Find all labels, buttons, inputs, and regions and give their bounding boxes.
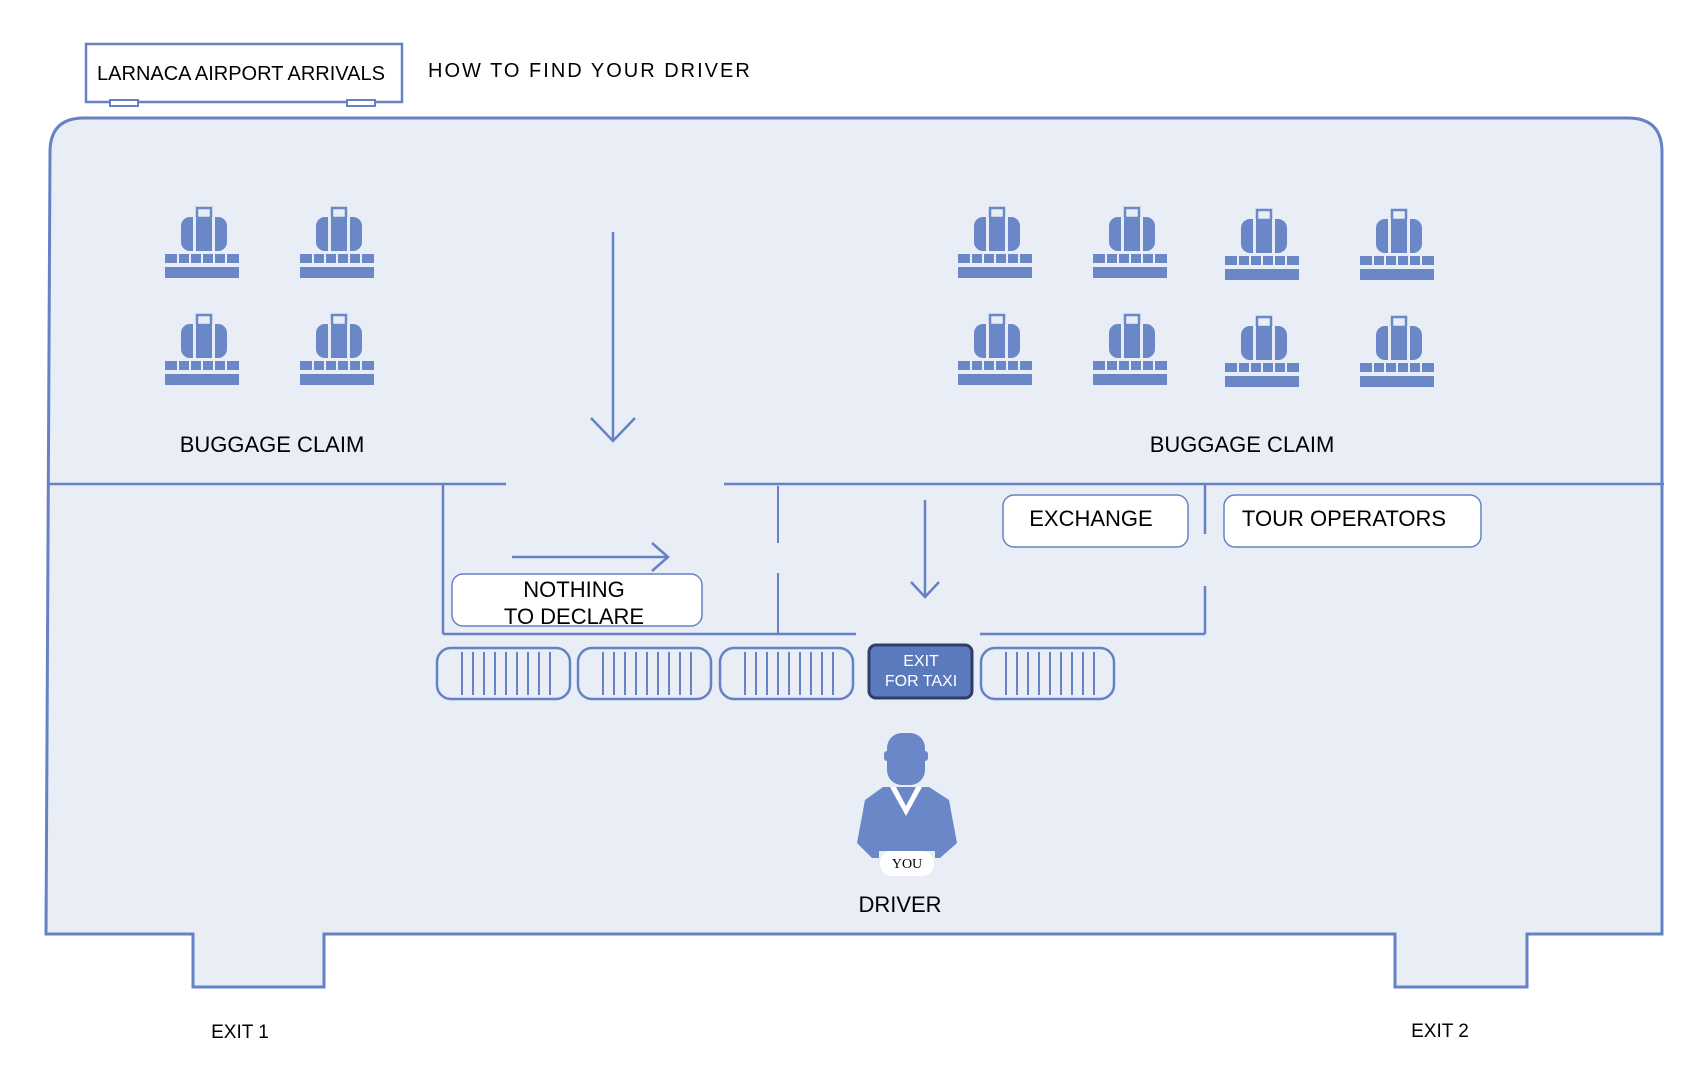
- exchange-label: EXCHANGE: [1029, 506, 1152, 531]
- exit-for-taxi-gate: EXIT FOR TAXI: [867, 643, 974, 700]
- page-title: HOW TO FIND YOUR DRIVER: [428, 60, 752, 82]
- arrow-down-icon: [590, 232, 636, 443]
- nothing-to-declare-sign: NOTHING TO DECLARE: [451, 573, 703, 629]
- driver-label: DRIVER: [858, 892, 941, 917]
- nothing-to-declare-line2: TO DECLARE: [504, 604, 644, 629]
- arrow-right-icon: [512, 542, 670, 572]
- you-badge: YOU: [892, 857, 922, 872]
- header-badge-text: LARNACA AIRPORT ARRIVALS: [97, 63, 385, 85]
- exit-2-label: EXIT 2: [1411, 1021, 1469, 1042]
- exit-for-taxi-line1: EXIT: [903, 653, 939, 670]
- tour-operators-sign: TOUR OPERATORS: [1223, 494, 1482, 548]
- tour-operators-label: TOUR OPERATORS: [1242, 506, 1446, 531]
- exchange-sign: EXCHANGE: [1002, 494, 1189, 548]
- arrow-down-icon: [910, 500, 940, 599]
- driver-person-icon: YOU: [857, 733, 957, 876]
- exit-for-taxi-line2: FOR TAXI: [885, 673, 957, 690]
- nothing-to-declare-line1: NOTHING: [523, 577, 624, 602]
- baggage-claim-right-label: BUGGAGE CLAIM: [1150, 432, 1335, 457]
- exit-1-label: EXIT 1: [211, 1022, 269, 1043]
- baggage-claim-left-label: BUGGAGE CLAIM: [180, 432, 365, 457]
- header-badge: LARNACA AIRPORT ARRIVALS: [84, 42, 404, 107]
- customs-area-walls: [441, 484, 1207, 636]
